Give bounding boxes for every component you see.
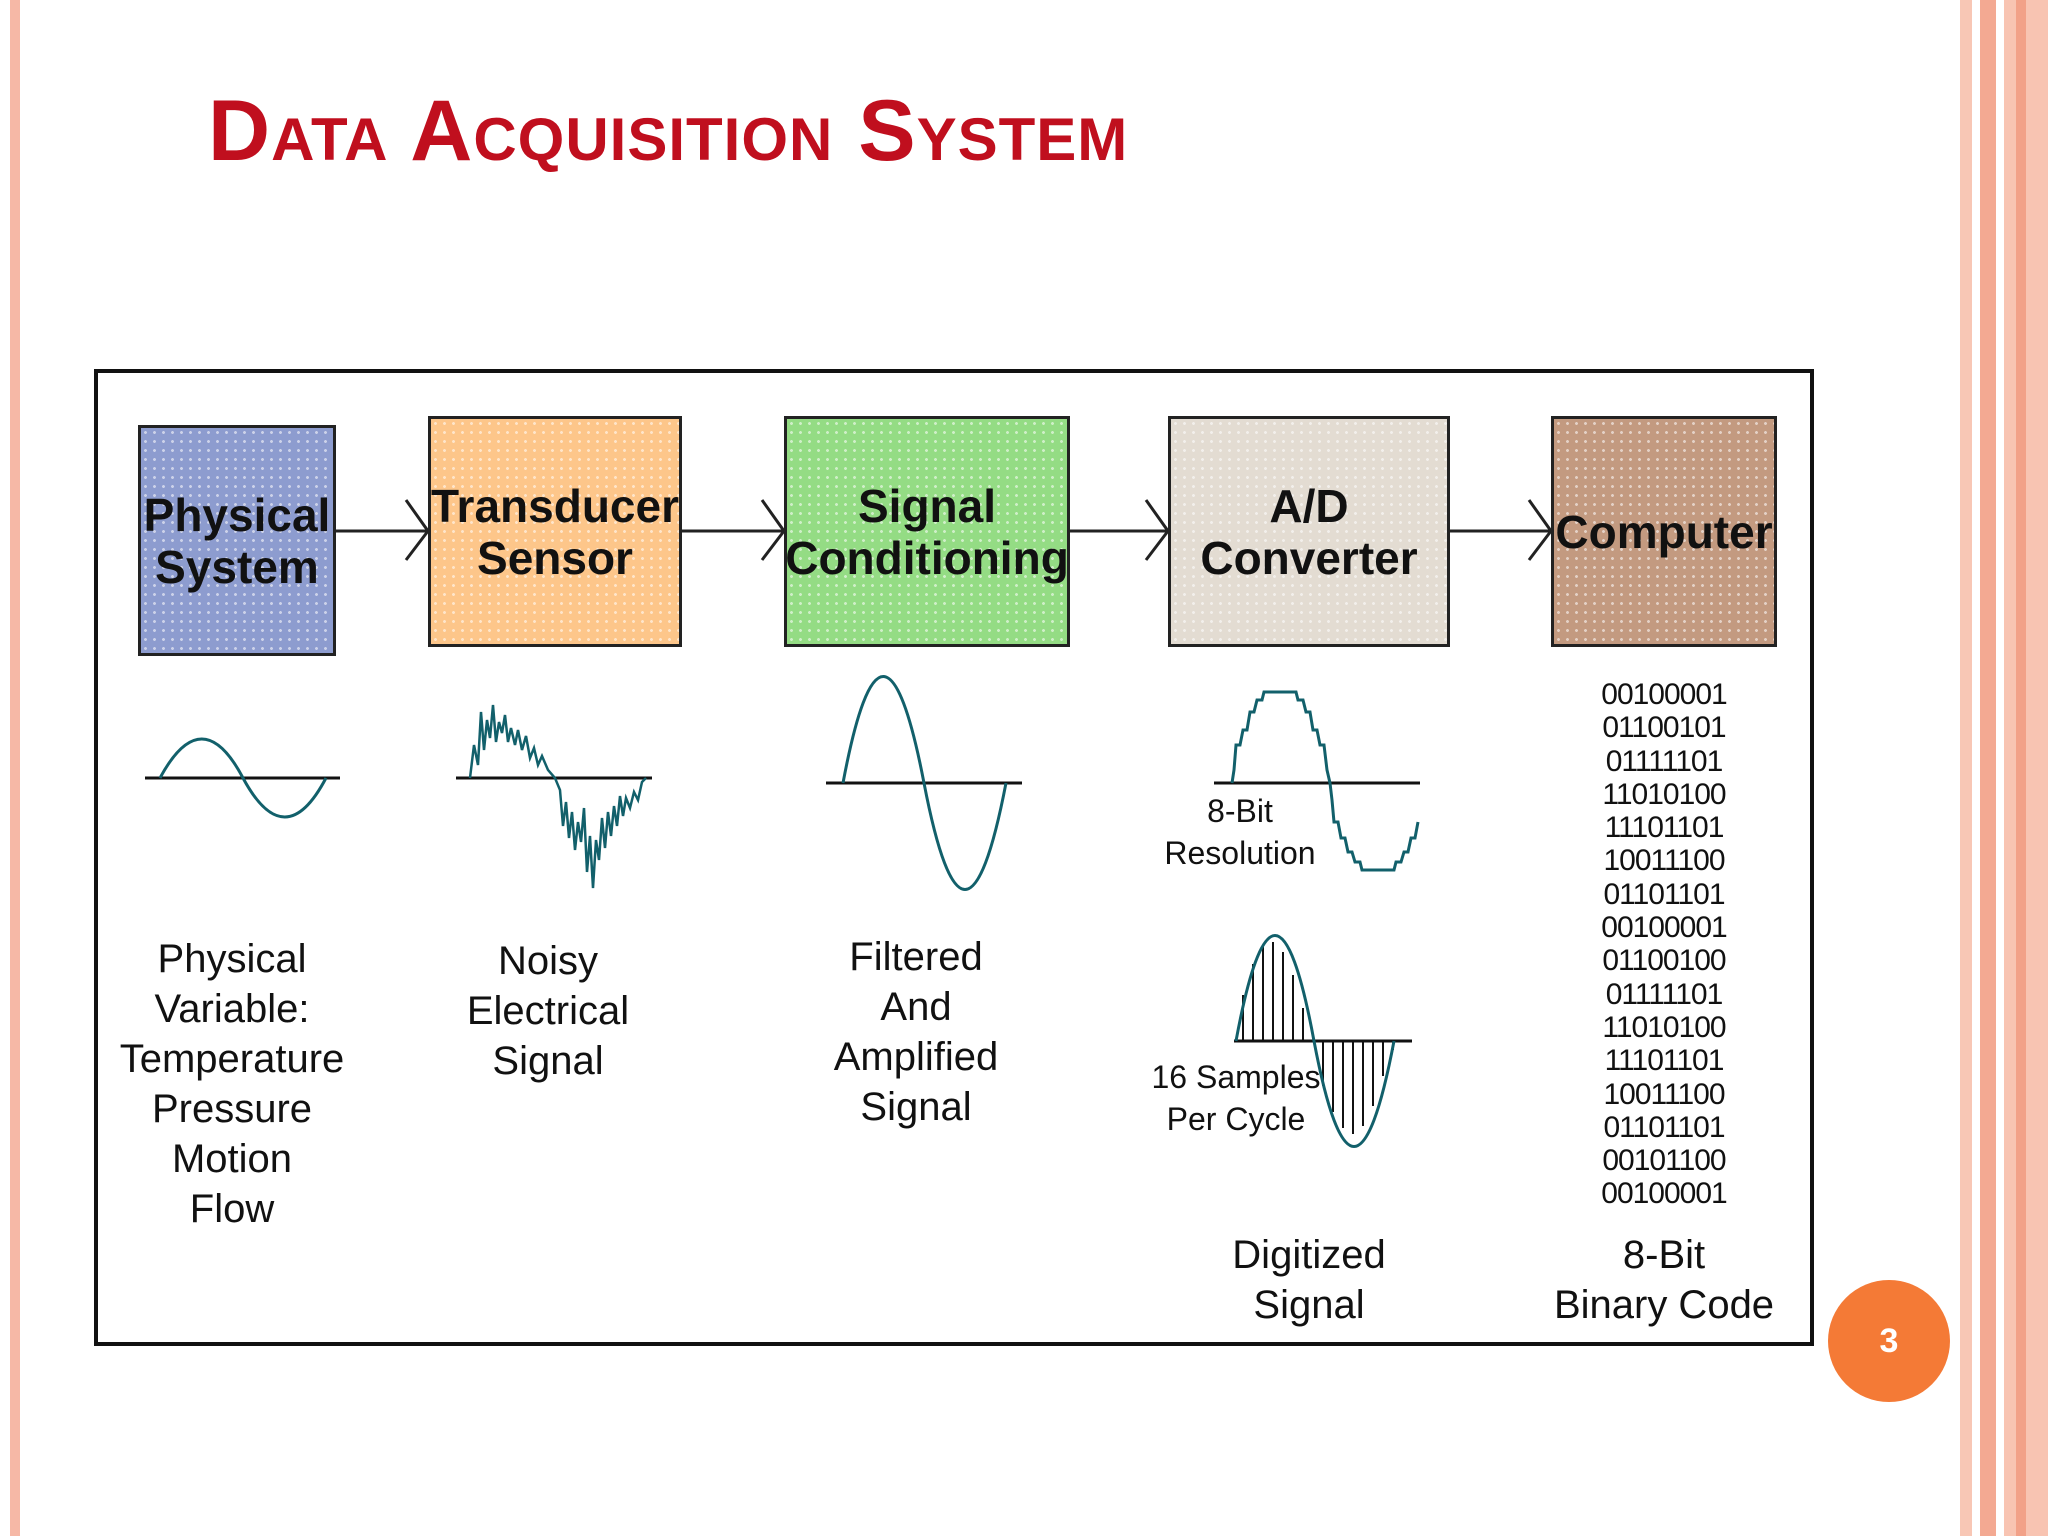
binary-value: 00100001 bbox=[1601, 1177, 1727, 1211]
block-label: A/D Converter bbox=[1200, 479, 1418, 584]
caption-filtered-signal: Filtered And Amplified Signal bbox=[833, 935, 999, 1129]
arrow-head bbox=[1527, 499, 1553, 561]
binary-value: 10011100 bbox=[1603, 1077, 1725, 1111]
caption-samples-per-cycle: 16 Samples Per Cycle bbox=[1151, 1059, 1321, 1137]
caption-noisy-signal: Noisy Electrical Signal bbox=[466, 939, 630, 1083]
caption-resolution: 8-Bit Resolution bbox=[1164, 793, 1316, 871]
binary-value: 00101100 bbox=[1602, 1144, 1726, 1178]
block-transducer-sensor: Transducer Sensor bbox=[428, 416, 682, 647]
right-decorative-stripe bbox=[2004, 0, 2048, 1536]
block-signal-conditioning: Signal Conditioning bbox=[784, 416, 1070, 647]
arrow-head bbox=[760, 499, 786, 561]
binary-value: 01111101 bbox=[1605, 977, 1724, 1011]
filtered-signal-waveform bbox=[826, 675, 1022, 891]
left-decorative-stripe bbox=[10, 0, 20, 1536]
binary-code-list: 00100001 01100101 01111101 11010100 1110… bbox=[1601, 678, 1727, 1211]
binary-value: 01111101 bbox=[1605, 744, 1724, 778]
right-decorative-stripe bbox=[1960, 0, 1972, 1536]
binary-value: 11010100 bbox=[1602, 777, 1726, 811]
block-computer: Computer bbox=[1551, 416, 1777, 647]
noisy-signal-waveform bbox=[456, 704, 652, 889]
block-label: Signal Conditioning bbox=[785, 479, 1069, 584]
caption-physical-variable: Physical Variable: Temperature Pressure … bbox=[119, 937, 345, 1231]
block-label: Physical System bbox=[143, 488, 331, 593]
right-decorative-stripe bbox=[2016, 0, 2026, 1536]
caption-digitized-signal: Digitized Signal bbox=[1232, 1233, 1386, 1327]
caption-binary-code: 8-Bit Binary Code bbox=[1553, 1233, 1775, 1327]
block-physical-system: Physical System bbox=[138, 425, 336, 656]
binary-value: 01100100 bbox=[1602, 944, 1726, 978]
physical-signal-waveform bbox=[145, 737, 340, 819]
binary-value: 01100101 bbox=[1602, 711, 1726, 745]
sampled-signal-waveform bbox=[1234, 934, 1412, 1148]
binary-value: 01101101 bbox=[1603, 1110, 1725, 1144]
binary-value: 11101101 bbox=[1604, 811, 1725, 845]
binary-value: 11101101 bbox=[1604, 1044, 1725, 1078]
binary-value: 11010100 bbox=[1602, 1010, 1726, 1044]
arrow-head bbox=[1144, 499, 1170, 561]
arrow-head bbox=[404, 499, 430, 561]
right-decorative-stripe bbox=[1980, 0, 1996, 1536]
block-label: Transducer Sensor bbox=[431, 479, 679, 584]
resolution-stepped-waveform bbox=[1214, 690, 1420, 872]
binary-value: 01101101 bbox=[1603, 877, 1725, 911]
page-number-badge: 3 bbox=[1828, 1280, 1950, 1402]
binary-value: 00100001 bbox=[1601, 678, 1727, 711]
block-ad-converter: A/D Converter bbox=[1168, 416, 1450, 647]
binary-value: 10011100 bbox=[1603, 844, 1725, 878]
binary-value: 00100001 bbox=[1601, 911, 1727, 945]
slide-title: Data Acquisition System bbox=[208, 83, 1129, 179]
block-label: Computer bbox=[1555, 505, 1773, 558]
